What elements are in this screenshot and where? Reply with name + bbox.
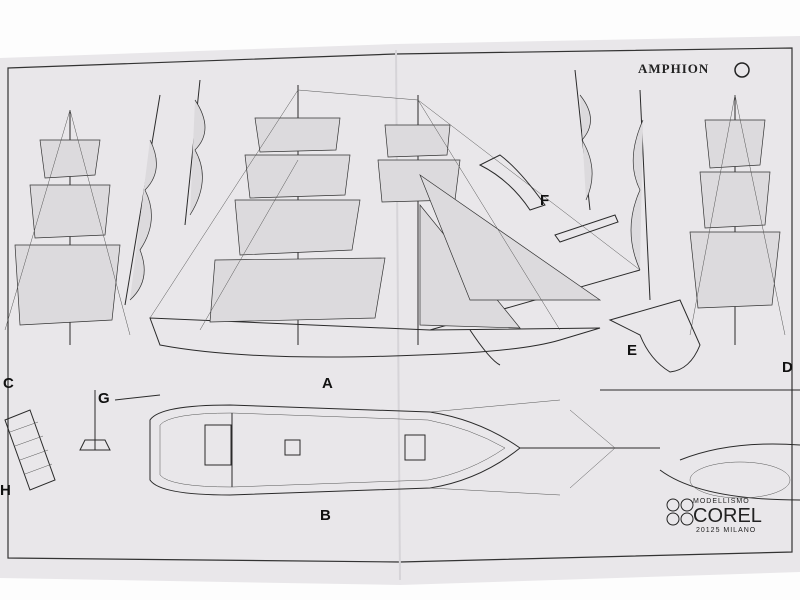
view-label-b: B (320, 507, 331, 524)
view-label-c: C (3, 375, 14, 392)
view-d-stern-view (689, 94, 786, 345)
corel-logo: MODELLISMO COREL 20125 MILANO (666, 498, 762, 534)
detail-g-h (4, 390, 161, 491)
view-a-side-elevation (149, 85, 641, 366)
view-label-d: D (782, 359, 793, 376)
corel-emblem-icon (734, 62, 750, 78)
sheet-border (7, 47, 793, 563)
view-label-h: H (0, 482, 11, 499)
view-label-a: A (322, 375, 333, 392)
sail-details-left (124, 69, 651, 306)
view-label-f: F (540, 192, 549, 209)
view-label-e: E (627, 342, 637, 359)
plan-title: AMPHION (638, 61, 709, 76)
logo-brand: COREL (693, 505, 762, 527)
view-c-bow-view (4, 109, 131, 345)
logo-address: 20125 MILANO (696, 527, 756, 534)
view-label-g: G (98, 390, 110, 407)
stern-hull-detail (600, 389, 800, 501)
logo-modellismo: MODELLISMO (693, 498, 750, 505)
detail-e-f (478, 154, 701, 373)
view-b-deck-plan (149, 399, 660, 496)
